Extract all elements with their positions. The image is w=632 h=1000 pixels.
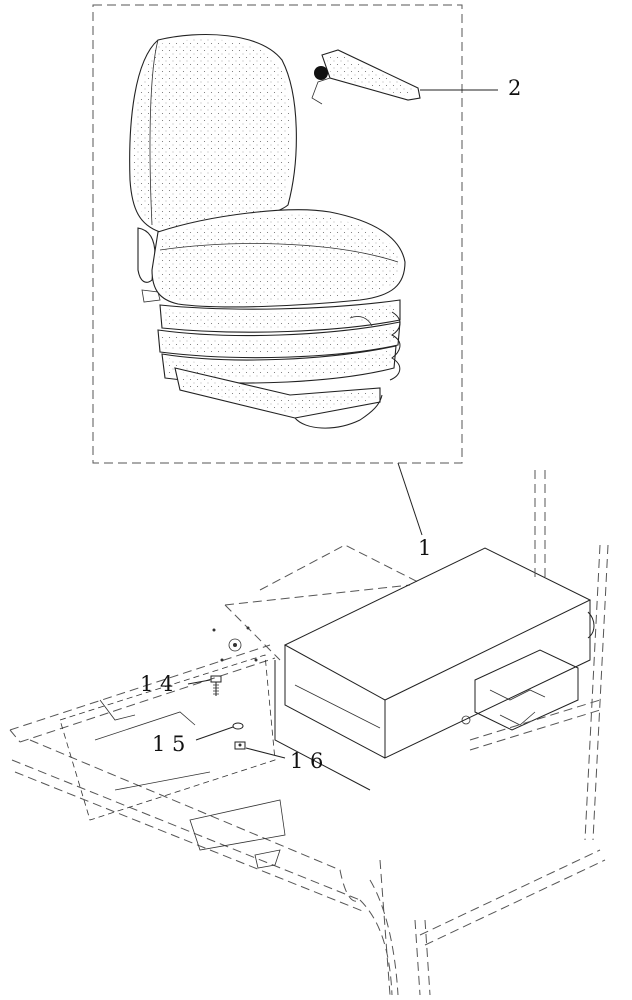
callout-seat: 1 xyxy=(418,536,431,560)
seat-illustration xyxy=(129,33,421,429)
cab-floor-platform xyxy=(9,644,399,996)
armrest-knob-icon xyxy=(314,66,328,80)
washer-icon xyxy=(232,722,244,730)
callout-armrest: 2 xyxy=(508,76,521,100)
leader-line-bolt xyxy=(187,679,211,685)
bolt-icon xyxy=(210,675,222,696)
leader-line-seat xyxy=(397,462,423,536)
callout-nut: 1 6 xyxy=(290,749,323,773)
nut-icon xyxy=(234,741,246,750)
seat-mount-box xyxy=(212,544,592,791)
seat-assembly-boundary xyxy=(92,4,463,464)
callout-washer: 1 5 xyxy=(152,732,185,756)
callout-bolt: 1 4 xyxy=(140,672,173,696)
leader-line-nut xyxy=(245,747,286,759)
cab-frame-right xyxy=(379,470,609,996)
armrest-illustration xyxy=(311,49,421,105)
leader-line-washer xyxy=(195,726,234,741)
